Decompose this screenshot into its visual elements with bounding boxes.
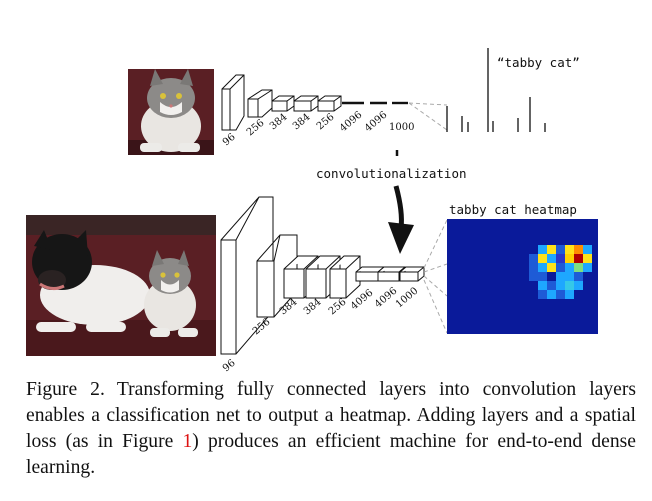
- cat-photo: [128, 69, 214, 155]
- class-score-distribution: [446, 48, 546, 132]
- caption-text-end: ) produces an efficient machine for end-…: [26, 431, 636, 478]
- fcn-diagram: 96 256 384 384 256 4096 4096 1000 “tabby…: [26, 48, 598, 372]
- heatmap-title: tabby cat heatmap: [449, 202, 577, 217]
- top-layer-256-b: [317, 95, 342, 112]
- top-connectors: [408, 102, 448, 131]
- top-label-256: 256: [245, 118, 267, 139]
- transition-arrow: [388, 150, 414, 254]
- top-label-4096a: 4096: [338, 110, 365, 135]
- bottom-label-384b: 384: [302, 297, 324, 318]
- top-layer-256-a: [247, 89, 273, 118]
- bottom-layer-256-b: [329, 255, 361, 299]
- top-label-4096b: 4096: [363, 110, 390, 135]
- bottom-label-4096b: 4096: [373, 286, 400, 311]
- bottom-label-256b: 256: [327, 297, 349, 318]
- top-layer-384-b: [293, 95, 319, 112]
- bottom-connectors: [423, 219, 448, 334]
- top-label-384b: 384: [291, 112, 313, 133]
- top-label-96: 96: [221, 132, 238, 149]
- figure-caption: Figure 2.Transforming fully connected la…: [26, 377, 636, 481]
- top-layer-384-a: [271, 95, 295, 112]
- caption-text: Transforming fully connected layers into…: [26, 379, 636, 452]
- tabby-cat-heatmap: [447, 219, 598, 334]
- top-label-256b: 256: [315, 112, 337, 133]
- transition-label: convolutionalization: [316, 166, 467, 181]
- top-label-1000: 1000: [389, 122, 414, 133]
- top-label-384a: 384: [268, 112, 290, 133]
- bottom-label-96: 96: [221, 358, 238, 372]
- bottom-layer-1000: [399, 266, 425, 282]
- bottom-label-1000: 1000: [394, 286, 421, 311]
- caption-label: Figure 2.: [26, 379, 105, 400]
- bottom-layer-4096-b: [377, 266, 406, 282]
- bottom-layer-boxes: [220, 196, 425, 355]
- top-layer-boxes: [221, 74, 342, 131]
- dog-and-cat-photo: [26, 215, 216, 356]
- figure-reference-link[interactable]: 1: [182, 431, 193, 452]
- top-layer-96: [221, 74, 245, 131]
- class-label: “tabby cat”: [497, 55, 580, 70]
